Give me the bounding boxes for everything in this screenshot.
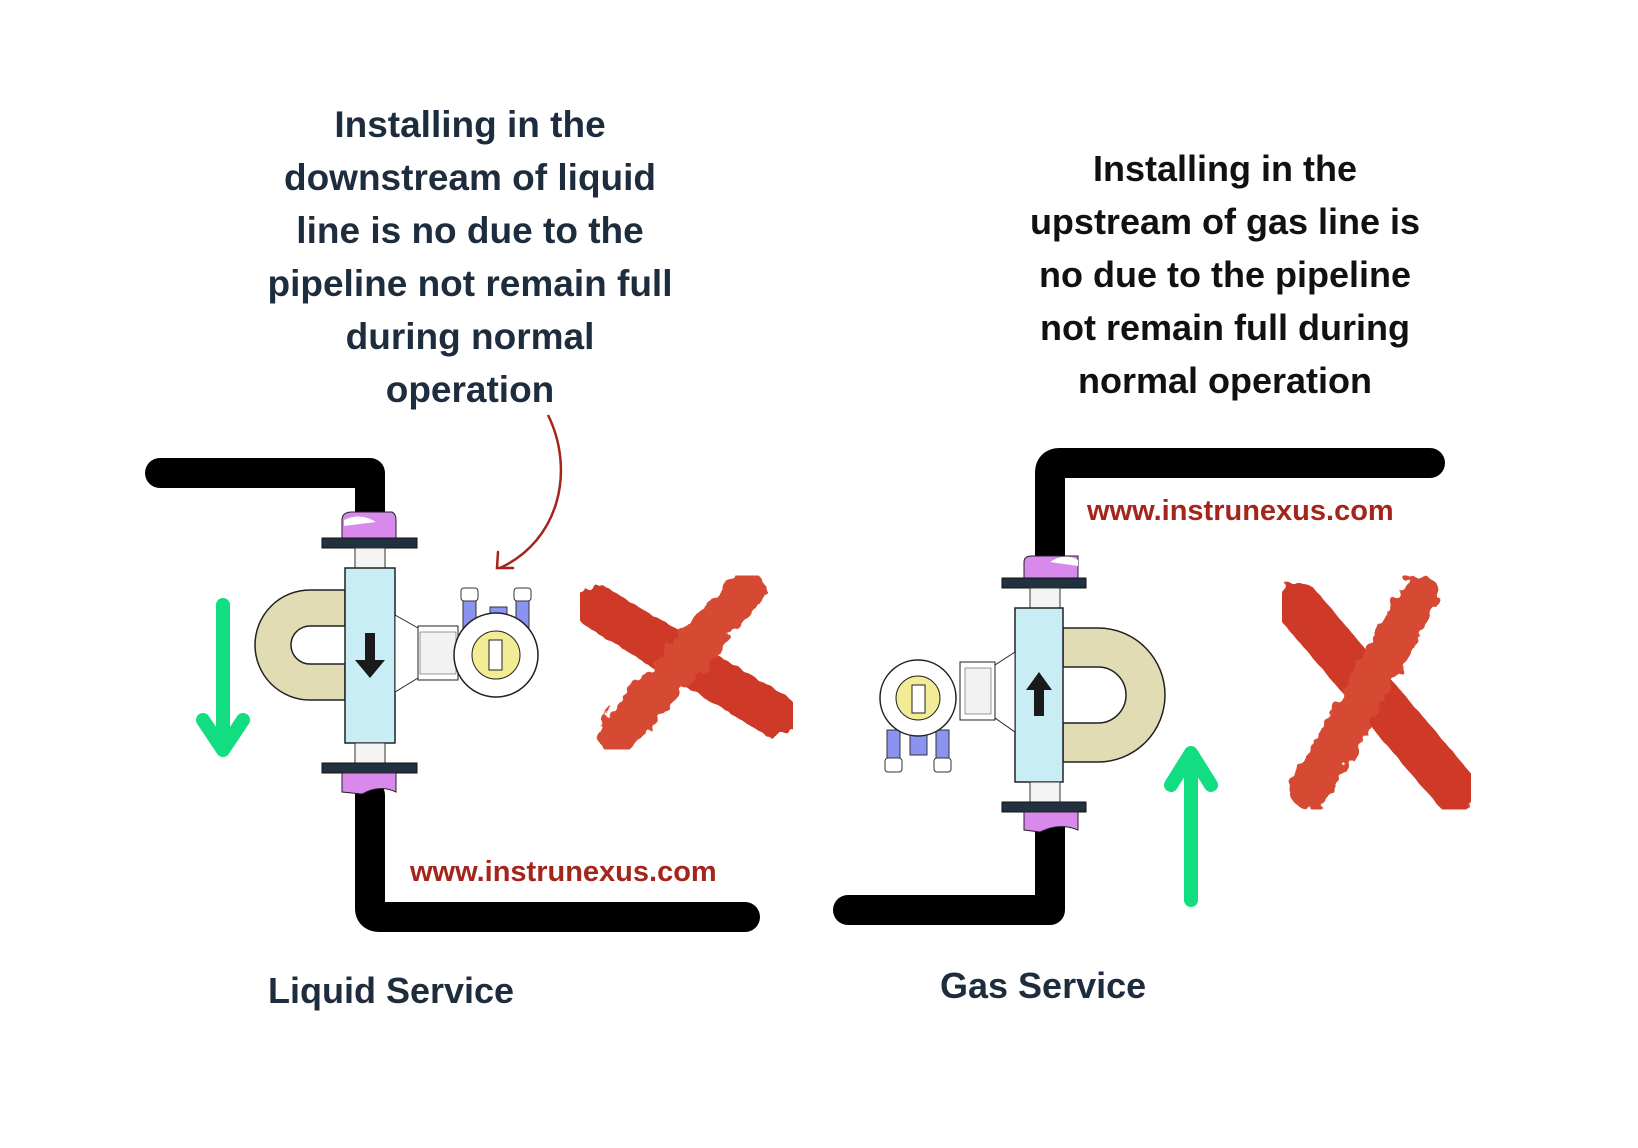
flow-direction-down-icon	[355, 633, 385, 678]
liquid-watermark: www.instrunexus.com	[410, 856, 717, 888]
liquid-pipe	[145, 458, 760, 932]
liquid-meter	[254, 511, 539, 795]
liquid-flow-arrow-icon	[196, 598, 250, 757]
flow-direction-up-icon	[1026, 672, 1052, 716]
gas-meter	[879, 555, 1166, 833]
gas-incorrect-cross-icon	[1275, 575, 1478, 813]
gas-service-note: Installing in the upstream of gas line i…	[1029, 148, 1421, 401]
liquid-transmitter	[453, 587, 539, 698]
gas-flow-arrow-icon	[1164, 746, 1218, 907]
gas-transmitter	[879, 659, 957, 773]
liquid-service-note: Installing in the downstream of liquid l…	[267, 104, 673, 410]
gas-service-label: Gas Service	[940, 965, 1147, 1006]
gas-watermark: www.instrunexus.com	[1087, 495, 1394, 527]
liquid-service-label: Liquid Service	[268, 970, 515, 1011]
liquid-incorrect-cross-icon	[576, 570, 797, 755]
gas-pipe	[833, 448, 1445, 925]
callout-arrow	[495, 414, 563, 570]
